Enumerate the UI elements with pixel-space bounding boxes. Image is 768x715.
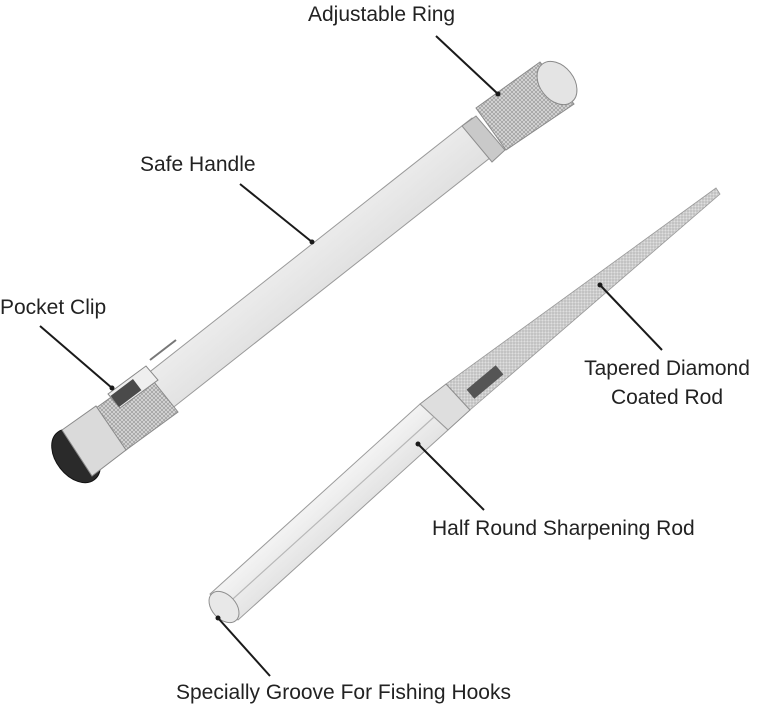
label-tapered-line1: Tapered Diamond (584, 357, 750, 380)
label-half-round-rod: Half Round Sharpening Rod (432, 517, 695, 540)
tube-band (461, 115, 506, 163)
label-tapered-diamond-rod: Tapered Diamond Coated Rod (566, 354, 768, 412)
leader-adjustable-ring (435, 35, 499, 95)
label-fishing-hook-groove: Specially Groove For Fishing Hooks (176, 681, 511, 704)
leader-half-round (417, 443, 485, 511)
label-pocket-clip: Pocket Clip (0, 296, 107, 319)
leader-lines (39, 35, 663, 677)
sharpener-handle (51, 60, 578, 484)
sharpening-rod (208, 187, 721, 624)
label-safe-handle: Safe Handle (140, 153, 256, 176)
rod-tip (208, 590, 240, 624)
cap-collar (61, 405, 127, 477)
leader-tapered (599, 284, 663, 351)
leader-safe-handle (239, 183, 313, 243)
leader-dots (109, 91, 603, 621)
label-adjustable-ring: Adjustable Ring (308, 3, 456, 26)
rod-label-window (466, 365, 504, 399)
pocket-clip (107, 339, 177, 409)
leader-groove (217, 617, 271, 677)
leader-pocket-clip (39, 325, 113, 389)
adjustable-ring-end (536, 60, 578, 106)
label-tapered-line2: Coated Rod (610, 386, 724, 409)
